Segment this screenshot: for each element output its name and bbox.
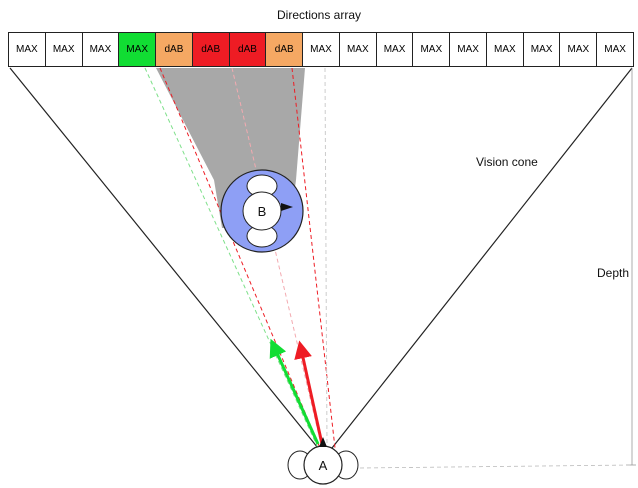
vision-cone-left-edge bbox=[9, 67, 319, 449]
direction-cell: MAX bbox=[450, 33, 487, 66]
direction-cell: MAX bbox=[82, 33, 120, 66]
direction-cell: MAX bbox=[523, 33, 561, 66]
direction-cell: MAX bbox=[560, 33, 598, 66]
agent-b: B bbox=[220, 169, 304, 253]
direction-cell: MAX bbox=[413, 33, 451, 66]
agent-a: A bbox=[287, 437, 359, 485]
depth-guide-base bbox=[359, 464, 633, 469]
sight-line-red-right bbox=[291, 67, 336, 449]
sight-line-pink bbox=[231, 67, 323, 449]
direction-cell: MAX bbox=[45, 33, 83, 66]
red-direction-arrow bbox=[294, 340, 324, 445]
direction-cell: MAX bbox=[597, 33, 634, 66]
sight-line-grey bbox=[324, 67, 328, 449]
agent-a-heading-icon bbox=[319, 437, 327, 447]
vision-cone-label: Vision cone bbox=[476, 155, 538, 169]
direction-cell: dAB bbox=[266, 33, 304, 66]
direction-cell: dAB bbox=[229, 33, 267, 66]
agent-b-heading-icon bbox=[281, 203, 293, 211]
vision-cone-right-edge bbox=[331, 67, 633, 449]
depth-label: Depth bbox=[597, 266, 630, 280]
direction-cell: MAX bbox=[376, 33, 414, 66]
sight-line-red-left bbox=[159, 67, 321, 449]
direction-cell: MAX bbox=[339, 33, 377, 66]
direction-cell: dAB bbox=[192, 33, 230, 66]
direction-cell: MAX bbox=[486, 33, 524, 66]
direction-cell: MAX bbox=[119, 33, 157, 66]
agent-b-label: B bbox=[258, 204, 267, 219]
direction-cell: dAB bbox=[156, 33, 193, 66]
agent-a-label: A bbox=[319, 458, 328, 473]
directions-array-title: Directions array bbox=[276, 8, 362, 22]
green-direction-arrow bbox=[269, 338, 320, 445]
direction-cell: MAX bbox=[303, 33, 340, 66]
direction-cell: MAX bbox=[9, 33, 46, 66]
